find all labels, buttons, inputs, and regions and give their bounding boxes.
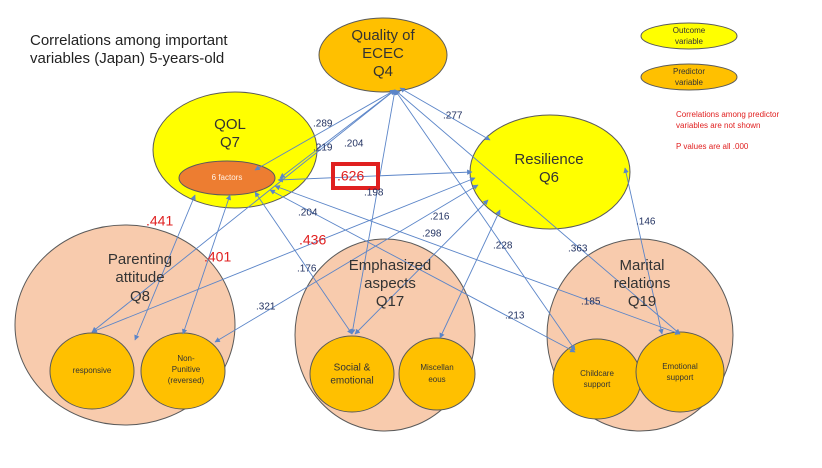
svg-text:Q4: Q4: [373, 63, 393, 80]
coef-176: .176: [297, 264, 317, 275]
non-punitive-label: Non- Punitive (reversed): [168, 354, 205, 385]
diagram-title-line-1: Correlations among important: [30, 32, 228, 49]
coef-436: .436: [299, 232, 326, 248]
svg-text:support: support: [584, 380, 611, 389]
coef-198: .198: [364, 188, 384, 199]
correlation-arrows: [91, 87, 681, 353]
coef-185: .185: [581, 297, 601, 308]
svg-text:Parenting: Parenting: [108, 251, 172, 268]
parenting-label: Parenting attitude Q8: [108, 251, 172, 305]
svg-text:Q8: Q8: [130, 288, 150, 305]
diagram-title-line-2: variables (Japan) 5-years-old: [30, 50, 224, 67]
svg-text:Emphasized: Emphasized: [349, 257, 432, 274]
qol-label: QOL Q7: [214, 116, 246, 151]
svg-text:aspects: aspects: [364, 275, 416, 292]
legend-predictor-swatch: [640, 63, 738, 91]
coef-401: .401: [204, 249, 231, 265]
svg-text:QOL: QOL: [214, 116, 246, 133]
childcare-support-label: Childcare support: [580, 369, 614, 389]
social-emotional-node: [309, 335, 395, 413]
miscellaneous-label: Miscellan eous: [420, 363, 453, 384]
childcare-support-node: [552, 338, 642, 420]
emotional-support-label: Emotional support: [662, 362, 698, 382]
svg-text:attitude: attitude: [115, 269, 164, 286]
svg-text:Q19: Q19: [628, 293, 656, 310]
coef-216: .216: [430, 212, 450, 223]
coef-228: .228: [493, 241, 513, 252]
legend-outcome-line-2: variable: [675, 37, 704, 46]
svg-text:Childcare: Childcare: [580, 369, 614, 378]
responsive-label: responsive: [73, 366, 112, 375]
svg-text:relations: relations: [614, 275, 671, 292]
svg-text:Miscellan: Miscellan: [420, 363, 453, 372]
coef-441: .441: [146, 213, 173, 229]
svg-text:Q6: Q6: [539, 169, 559, 186]
svg-text:eous: eous: [428, 375, 445, 384]
arrow-resilience-misc: [439, 209, 501, 339]
legend-predictor-line-2: variable: [675, 78, 704, 87]
coef-277: .277: [443, 111, 463, 122]
svg-text:Social &: Social &: [334, 363, 371, 374]
legend-outcome-line-1: Outcome: [673, 26, 706, 35]
highlight-box: [331, 162, 380, 190]
coef-289: .289: [313, 119, 333, 130]
legend-predictor-line-1: Predictor: [673, 67, 705, 76]
coef-204-a: .204: [344, 139, 364, 150]
miscellaneous-node: [398, 337, 476, 411]
svg-text:Q7: Q7: [220, 134, 240, 151]
responsive-node: [49, 332, 135, 410]
resilience-label: Resilience Q6: [514, 151, 583, 186]
svg-text:Marital: Marital: [619, 257, 664, 274]
svg-text:Non-: Non-: [177, 354, 195, 363]
legend-outcome-swatch: [640, 22, 738, 50]
note-line-2: variables are not shown: [676, 121, 761, 130]
svg-text:Emotional: Emotional: [662, 362, 698, 371]
coef-363: .363: [568, 244, 588, 255]
svg-text:Punitive: Punitive: [172, 365, 201, 374]
coef-146: .146: [636, 217, 656, 228]
coef-204-b: .204: [298, 208, 318, 219]
emphasized-label: Emphasized aspects Q17: [349, 257, 432, 310]
svg-text:Resilience: Resilience: [514, 151, 583, 168]
note-line-3: P values are all .000: [676, 142, 749, 151]
svg-text:support: support: [667, 373, 694, 382]
svg-text:emotional: emotional: [330, 376, 373, 387]
marital-label: Marital relations Q19: [614, 257, 671, 310]
svg-text:(reversed): (reversed): [168, 376, 205, 385]
coef-219: .219: [313, 143, 333, 154]
arrow-resilience-emotional: [623, 167, 664, 335]
coef-321: .321: [256, 302, 276, 313]
social-emotional-label: Social & emotional: [330, 363, 373, 387]
emotional-support-node: [635, 331, 725, 413]
ecec-label: Quality of ECEC Q4: [351, 27, 415, 80]
coef-213: .213: [505, 311, 525, 322]
svg-text:ECEC: ECEC: [362, 45, 404, 62]
coef-626: .626: [337, 168, 364, 184]
six-factors-label: 6 factors: [212, 173, 243, 182]
coef-298: .298: [422, 229, 442, 240]
svg-text:Quality of: Quality of: [351, 27, 415, 44]
svg-text:Q17: Q17: [376, 293, 404, 310]
note-line-1: Correlations among predictor: [676, 110, 779, 119]
